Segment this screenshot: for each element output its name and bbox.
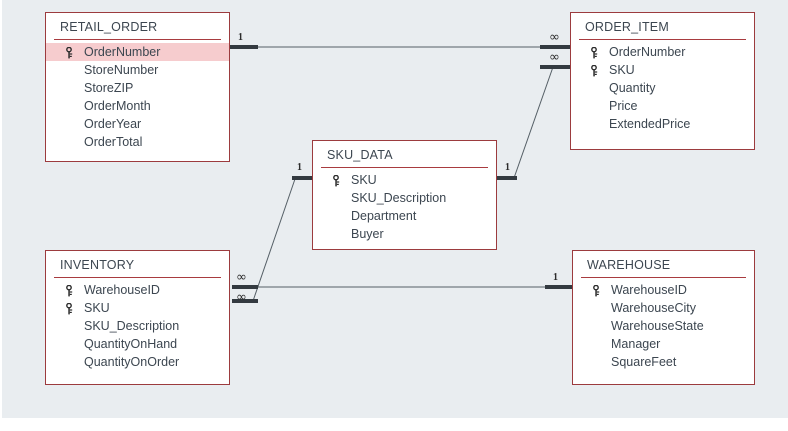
field-row[interactable]: OrderNumber (571, 43, 754, 61)
field-label: SKU_Description (84, 319, 180, 333)
primary-key-icon (591, 284, 601, 297)
field-label: SKU (609, 63, 635, 77)
primary-key-icon (589, 46, 599, 59)
title-divider (581, 277, 746, 278)
primary-key-icon (589, 64, 599, 77)
title-divider (54, 277, 221, 278)
cardinality-one-skudata-right: 1 (505, 162, 510, 173)
cardinality-one-skudata-left: 1 (297, 162, 302, 173)
primary-key-icon (64, 46, 74, 59)
field-row[interactable]: WarehouseCity (573, 299, 754, 317)
field-label: SKU (351, 173, 377, 187)
cardinality-many-inventory-bottom: ∞ (236, 290, 247, 305)
field-label: StoreNumber (84, 63, 159, 77)
field-label: Department (351, 209, 417, 223)
field-label: WarehouseID (84, 283, 160, 297)
field-label: QuantityOnHand (84, 337, 178, 351)
field-label: SKU_Description (351, 191, 447, 205)
table-title: WAREHOUSE (587, 258, 671, 272)
field-row[interactable]: SKU_Description (46, 317, 229, 335)
field-label: WarehouseState (611, 319, 704, 333)
field-label: WarehouseID (611, 283, 687, 297)
field-label: OrderTotal (84, 135, 143, 149)
field-row[interactable]: SKU_Description (313, 189, 496, 207)
cardinality-many-orderitem-top: ∞ (549, 30, 560, 45)
field-label: StoreZIP (84, 81, 134, 95)
field-row[interactable]: Department (313, 207, 496, 225)
field-row[interactable]: WarehouseID (573, 281, 754, 299)
field-label: ExtendedPrice (609, 117, 691, 131)
field-row[interactable]: SKU (571, 61, 754, 79)
field-row[interactable]: ExtendedPrice (571, 115, 754, 133)
field-label: SquareFeet (611, 355, 677, 369)
field-row[interactable]: OrderYear (46, 115, 229, 133)
field-label: OrderMonth (84, 99, 151, 113)
field-row[interactable]: QuantityOnOrder (46, 353, 229, 371)
primary-key-icon (64, 302, 74, 315)
field-row[interactable]: Buyer (313, 225, 496, 243)
field-row[interactable]: SKU (46, 299, 229, 317)
table-title: RETAIL_ORDER (60, 20, 158, 34)
field-label: OrderNumber (609, 45, 686, 59)
cardinality-many-inventory-top: ∞ (236, 270, 247, 285)
field-row[interactable]: StoreNumber (46, 61, 229, 79)
primary-key-icon (331, 174, 341, 187)
field-row[interactable]: QuantityOnHand (46, 335, 229, 353)
field-row[interactable]: WarehouseID (46, 281, 229, 299)
field-label: Quantity (609, 81, 656, 95)
field-row[interactable]: OrderNumber (46, 43, 229, 61)
field-row[interactable]: Quantity (571, 79, 754, 97)
table-title: SKU_DATA (327, 148, 393, 162)
cardinality-one-retailorder: 1 (238, 32, 243, 43)
title-divider (54, 39, 221, 40)
field-row[interactable]: SquareFeet (573, 353, 754, 371)
field-row[interactable]: WarehouseState (573, 317, 754, 335)
field-label: Price (609, 99, 638, 113)
primary-key-icon (64, 284, 74, 297)
field-label: WarehouseCity (611, 301, 696, 315)
field-label: OrderYear (84, 117, 142, 131)
field-row[interactable]: Manager (573, 335, 754, 353)
field-row[interactable]: SKU (313, 171, 496, 189)
field-row[interactable]: OrderMonth (46, 97, 229, 115)
field-row[interactable]: StoreZIP (46, 79, 229, 97)
title-divider (321, 167, 488, 168)
field-label: OrderNumber (84, 45, 161, 59)
table-title: INVENTORY (60, 258, 135, 272)
field-row[interactable]: OrderTotal (46, 133, 229, 151)
field-label: Buyer (351, 227, 384, 241)
title-divider (579, 39, 746, 40)
cardinality-many-orderitem-bottom: ∞ (549, 50, 560, 65)
field-label: SKU (84, 301, 110, 315)
cardinality-one-warehouse: 1 (553, 272, 558, 283)
field-row[interactable]: Price (571, 97, 754, 115)
field-label: Manager (611, 337, 661, 351)
table-title: ORDER_ITEM (585, 20, 669, 34)
field-label: QuantityOnOrder (84, 355, 180, 369)
